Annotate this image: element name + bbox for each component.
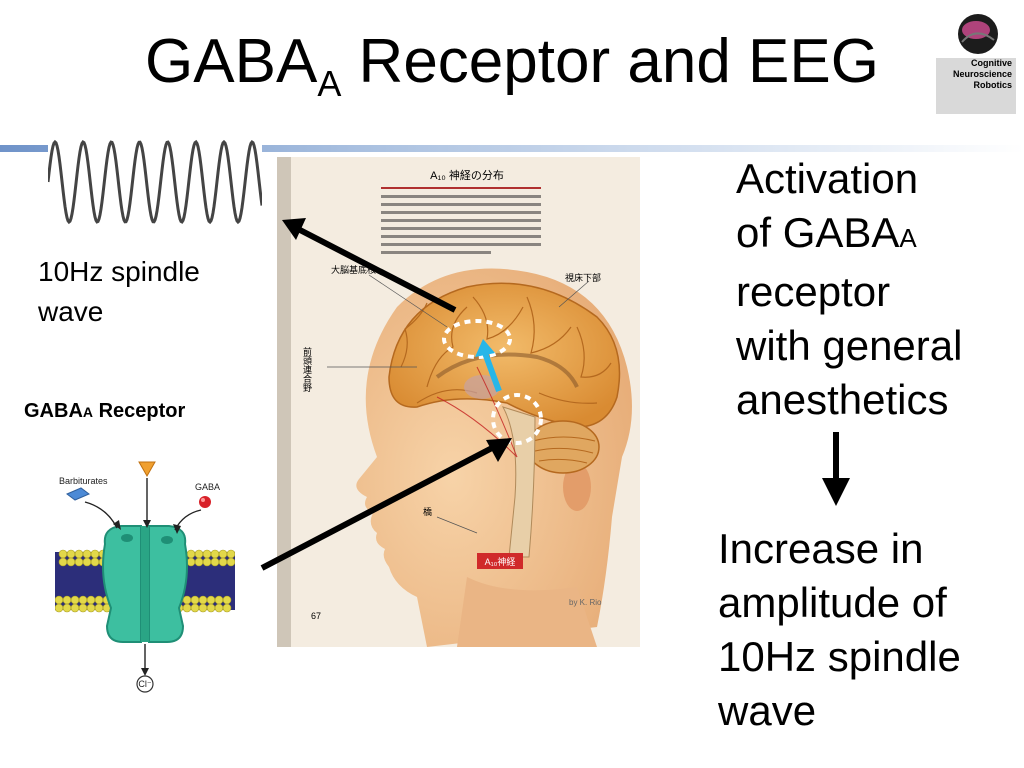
title-main: GABA bbox=[145, 27, 318, 96]
logo-line3: Robotics bbox=[973, 80, 1012, 90]
logo-line1: Cognitive bbox=[971, 58, 1012, 68]
label-hypothalamus: 視床下部 bbox=[565, 272, 601, 283]
title-subscript: A bbox=[317, 63, 342, 104]
cerebellum bbox=[526, 420, 600, 474]
illustration-credit: by K. Rio bbox=[569, 598, 602, 607]
receptor-title-main: GABA bbox=[24, 400, 83, 422]
receptor-channel bbox=[102, 525, 188, 643]
activation-line5: anesthetics bbox=[736, 376, 949, 423]
ear bbox=[563, 463, 591, 511]
brain-illustration: A₁₀ 神経の分布 大脳基底核 視床下部 前頭連合野 橋 A₁₀神経 67 by… bbox=[277, 157, 640, 647]
receptor-title: GABAA Receptor bbox=[24, 400, 185, 423]
brainstem bbox=[501, 406, 536, 558]
spindle-caption: 10Hz spindle wave bbox=[38, 252, 200, 332]
result-line2: amplitude of bbox=[718, 579, 947, 626]
label-cortex: 大脳基底核 bbox=[331, 264, 376, 275]
gaba-ligand-label: GABA bbox=[195, 482, 220, 492]
result-line1: Increase in bbox=[718, 525, 924, 572]
cyan-activation-arrow bbox=[475, 339, 502, 393]
label-a10: A₁₀神経 bbox=[485, 556, 516, 567]
barbiturates-molecule-icon bbox=[66, 487, 90, 501]
activation-line2-sub: A bbox=[899, 223, 917, 253]
spindle-waveform bbox=[48, 132, 262, 232]
down-arrow-icon bbox=[822, 432, 850, 506]
result-text: Increase in amplitude of 10Hz spindle wa… bbox=[718, 522, 961, 738]
title-rule bbox=[0, 145, 1024, 152]
receptor-title-sub: A bbox=[82, 404, 94, 420]
activation-text: Activation of GABAA receptor with genera… bbox=[736, 152, 962, 427]
title-rest: Receptor and EEG bbox=[341, 27, 879, 96]
activation-line4: with general bbox=[736, 322, 963, 369]
barbiturates-label: Barbiturates bbox=[59, 476, 108, 486]
receptor-title-rest: Receptor bbox=[93, 400, 186, 422]
lab-logo: Cognitive Neuroscience Robotics bbox=[936, 14, 1016, 114]
chloride-ion-icon: Cl⁻ bbox=[136, 675, 154, 693]
activation-line1: Activation bbox=[736, 155, 919, 202]
activation-line2: of GABAA bbox=[736, 206, 962, 265]
label-frontal: 前頭連合野 bbox=[302, 346, 312, 392]
spindle-caption-line1: 10Hz spindle bbox=[38, 256, 200, 287]
thalamus-highlight bbox=[491, 393, 543, 445]
page-number: 67 bbox=[311, 611, 321, 621]
figure-heading: A₁₀ 神経の分布 bbox=[430, 168, 504, 182]
slide-title: GABAA Receptor and EEG bbox=[0, 22, 1024, 124]
gaba-receptor-diagram: Barbiturates GABA Cl⁻ bbox=[55, 461, 235, 693]
thalamus bbox=[464, 375, 500, 399]
a10-label-box: A₁₀神経 bbox=[477, 553, 523, 569]
label-pons: 橋 bbox=[423, 506, 432, 517]
result-line3: 10Hz spindle bbox=[718, 633, 961, 680]
gaba-molecule-icon bbox=[199, 496, 211, 508]
neck bbox=[457, 577, 597, 647]
activation-line2-main: of GABA bbox=[736, 209, 900, 256]
activation-line3: receptor bbox=[736, 268, 891, 315]
result-line4: wave bbox=[718, 687, 817, 734]
chloride-label: Cl⁻ bbox=[138, 679, 151, 689]
logo-line2: Neuroscience bbox=[953, 69, 1012, 79]
cortex-highlight bbox=[442, 319, 512, 359]
spindle-caption-line2: wave bbox=[38, 296, 104, 327]
drug-triangle-icon bbox=[138, 461, 156, 478]
